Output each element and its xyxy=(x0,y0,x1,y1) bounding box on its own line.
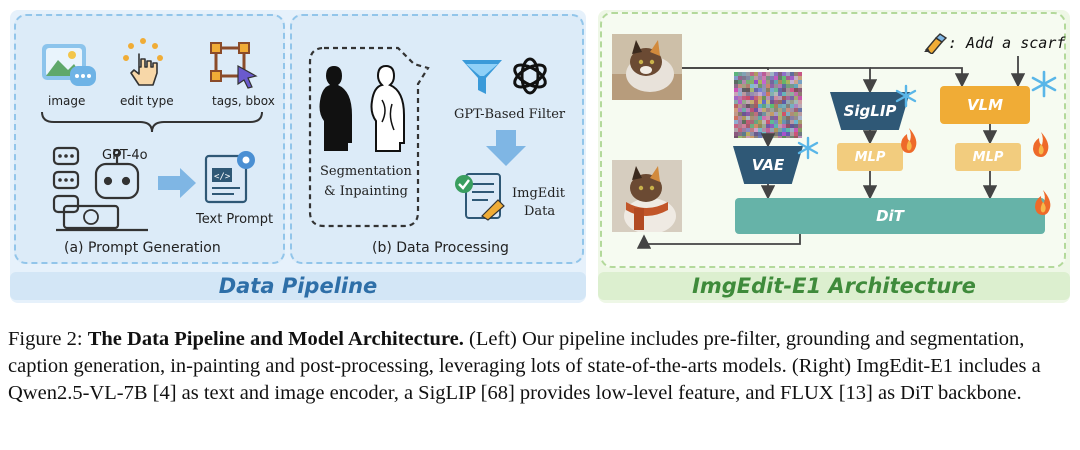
vlm-block: VLM xyxy=(940,86,1030,124)
figure-label: Figure 2: xyxy=(8,328,83,350)
architecture-title: ImgEdit-E1 Architecture xyxy=(598,272,1070,300)
segmentation-label-2: & Inpainting xyxy=(324,184,408,199)
text-prompt-icon: </> xyxy=(204,151,255,204)
robot-icon xyxy=(52,146,148,232)
edit-type-icon xyxy=(123,38,163,86)
bbox-icon xyxy=(210,42,258,89)
cat-scarf-image xyxy=(612,160,682,232)
snowflake-icon xyxy=(1031,70,1057,98)
architecture-connectors xyxy=(636,56,1026,249)
gpt-filter-label: GPT-Based Filter xyxy=(454,107,566,122)
imgedit-data-label-1: ImgEdit xyxy=(512,186,565,201)
cat-image xyxy=(612,34,682,100)
arrow-down-icon xyxy=(486,130,526,166)
mlp-left-block: MLP xyxy=(837,143,903,171)
gpt4o-label: GPT-4o xyxy=(102,148,148,163)
mlp-right-block: MLP xyxy=(955,143,1021,171)
siglip-block: SigLIP xyxy=(830,92,910,130)
imgedit-data-icon xyxy=(455,173,505,221)
openai-icon xyxy=(513,57,547,95)
snowflake-icon xyxy=(895,84,917,108)
arrow-right-icon xyxy=(158,168,196,198)
fire-icon xyxy=(1035,190,1051,215)
silhouette-image xyxy=(319,64,405,152)
grouping-brace xyxy=(41,111,263,133)
snowflake-icon xyxy=(797,136,819,160)
vae-block: VAE xyxy=(733,146,803,184)
edit-instruction: : Add a scarf xyxy=(948,34,1066,52)
dit-block: DiT xyxy=(735,198,1045,234)
fire-icon xyxy=(901,128,917,153)
caption-title: The Data Pipeline and Model Architecture… xyxy=(87,328,464,350)
filter-icon xyxy=(462,60,502,94)
caption-text: (Left) Our pipeline includes pre-filter,… xyxy=(8,328,1041,404)
noise-image xyxy=(734,72,802,138)
edit-type-label: edit type xyxy=(120,94,174,108)
brush-icon xyxy=(924,33,948,54)
data-processing-caption: (b) Data Processing xyxy=(372,240,509,256)
text-prompt-label: Text Prompt xyxy=(196,212,274,227)
data-pipeline-title: Data Pipeline xyxy=(10,272,586,300)
svg-text:</>: </> xyxy=(214,172,231,182)
image-icon xyxy=(42,44,96,86)
prompt-generation-caption: (a) Prompt Generation xyxy=(64,240,221,256)
tags-bbox-label: tags, bbox xyxy=(212,94,275,108)
figure-caption: Figure 2: The Data Pipeline and Model Ar… xyxy=(8,326,1074,407)
segmentation-label-1: Segmentation xyxy=(320,164,412,179)
segmentation-bubble xyxy=(308,46,430,228)
imgedit-data-label-2: Data xyxy=(524,204,556,219)
image-label: image xyxy=(48,94,86,108)
fire-icon xyxy=(1033,132,1049,157)
